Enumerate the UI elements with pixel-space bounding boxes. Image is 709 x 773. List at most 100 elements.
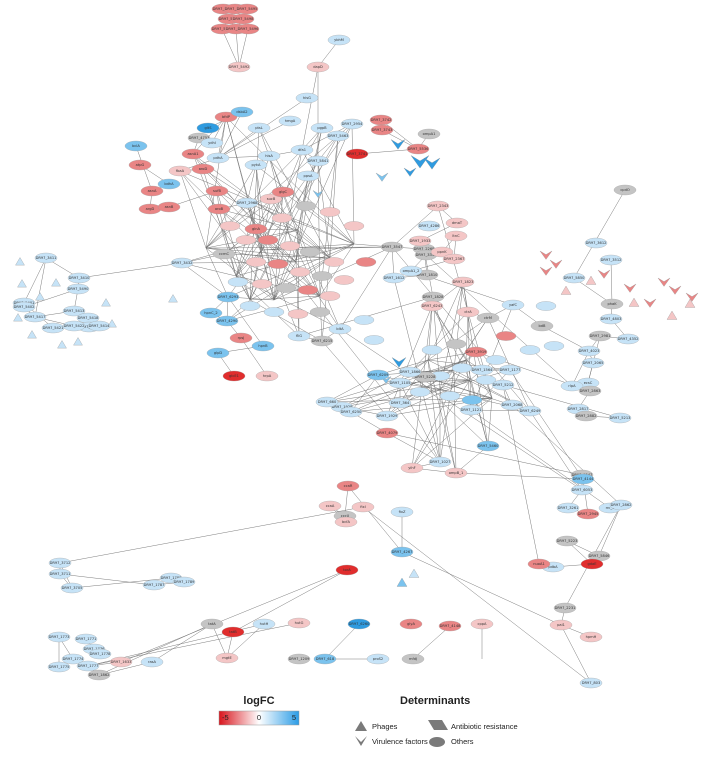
node-label: rpsJ [238,336,245,340]
node-label: DR97_3612 [586,241,607,245]
network-edge [582,478,589,515]
node-ellipse [244,159,268,171]
node-ellipse [310,335,334,347]
node-ellipse [400,462,424,474]
node-ellipse [61,653,85,665]
node-label: cpdO [620,188,630,192]
network-edge [411,296,434,469]
node-ellipse [426,200,450,212]
network-node: DR97_803 [579,677,603,689]
network-node: DR97_1177 [498,364,522,376]
node-label: ppsA [304,174,313,178]
network-edge [179,170,207,249]
node-ellipse [476,312,500,324]
node-ellipse [442,253,466,265]
node-label: hutG [295,621,304,625]
node-label: DR97_5212 [493,383,514,387]
node-label: fbaA [176,169,185,173]
node-ellipse [464,346,488,358]
phage-triangle-marker [585,275,597,285]
network-edge [319,295,323,342]
node-label: DR97_1866 [400,370,421,374]
network-node: DR97_1933 [408,235,432,247]
phage-triangle-marker [51,278,61,287]
node-label: DR97_3705 [62,586,83,590]
network-node: DR97_5495 [235,3,259,15]
network-node-unlabeled [495,331,517,341]
node-label: DR97_5498 [233,17,254,21]
node-label: DR97_6215 [312,339,333,343]
network-node: DR97_5496 [236,23,260,35]
network-edge [255,228,441,463]
network-node: bdB [530,320,554,332]
node-ellipse [259,193,283,205]
node-ellipse [370,124,394,136]
node-label: DR97_6243 [422,304,443,308]
network-node: hisA [257,150,281,162]
network-edge [573,189,626,279]
node-label: DR97_5417 [25,315,46,319]
node-label: DR97_1775 [49,665,70,669]
node-label: DR97_4079 [377,431,398,435]
node-ellipse [287,617,311,629]
node-label: asnB [165,205,174,209]
node-ellipse [214,111,238,123]
network-node: DR97_2968 [235,197,259,209]
network-node: DR97_2862 [609,499,633,511]
node-ellipse [48,557,72,569]
node-ellipse [230,106,254,118]
node-label: DR97_3711 [50,572,71,576]
node-ellipse [23,311,47,323]
network-edge [399,382,441,463]
network-node-unlabeled [295,201,317,211]
network-node: glcE1 [222,370,246,382]
node-label: DR97_6250 [341,410,362,414]
network-node: DR97_1771 [74,633,98,645]
node-label: glcE1 [229,374,239,378]
network-node: glgC [271,186,295,198]
node-ellipse [608,412,632,424]
legend-item-label: Virulence factors [372,737,428,746]
network-edge [301,66,319,151]
node-ellipse [345,148,369,160]
node-ellipse [12,301,36,313]
network-node: ccmC [212,248,236,260]
node-label: DR97_5500 [226,27,247,31]
node-label: dmaT [452,221,463,225]
node-ellipse [157,201,181,213]
network-edge [192,153,331,259]
network-edge [98,623,213,676]
network-node: DR97_3742 [369,114,393,126]
network-node: DR97_3410 [67,272,91,284]
network-edge [386,432,583,476]
node-label: DR97_3313 [416,253,437,257]
node-label: ecsC [584,381,593,385]
node-ellipse [326,130,350,142]
node-label: DR97_660 [318,400,337,404]
node-ellipse [318,500,342,512]
network-node: fixI [351,501,375,513]
network-edge [59,506,364,564]
node-ellipse [470,618,494,630]
node-label: ltnC [452,234,460,238]
virulence-chevron-marker [539,266,553,276]
network-edge [270,198,331,259]
node-label: DR97_3741 [347,152,368,156]
network-node: ybhM [327,34,351,46]
network-node: DR97_5490 [66,283,90,295]
node-ellipse [456,306,480,318]
network-node: DR97_1866 [398,366,422,378]
antibiotic-parallelogram-icon [428,720,448,730]
network-edge [78,262,183,279]
node-ellipse [498,364,522,376]
node-label: DR97_5402 [14,305,35,309]
node-label: pykA [252,163,261,167]
network-edge [409,311,469,373]
network-edge [218,208,299,231]
node-label: DR97_2968 [237,201,258,205]
node-ellipse [205,185,229,197]
node-label: hpnB [258,344,268,348]
node-ellipse [420,300,444,312]
network-node: ompB_1 [444,467,468,479]
network-node: DR97_5213 [608,412,632,424]
